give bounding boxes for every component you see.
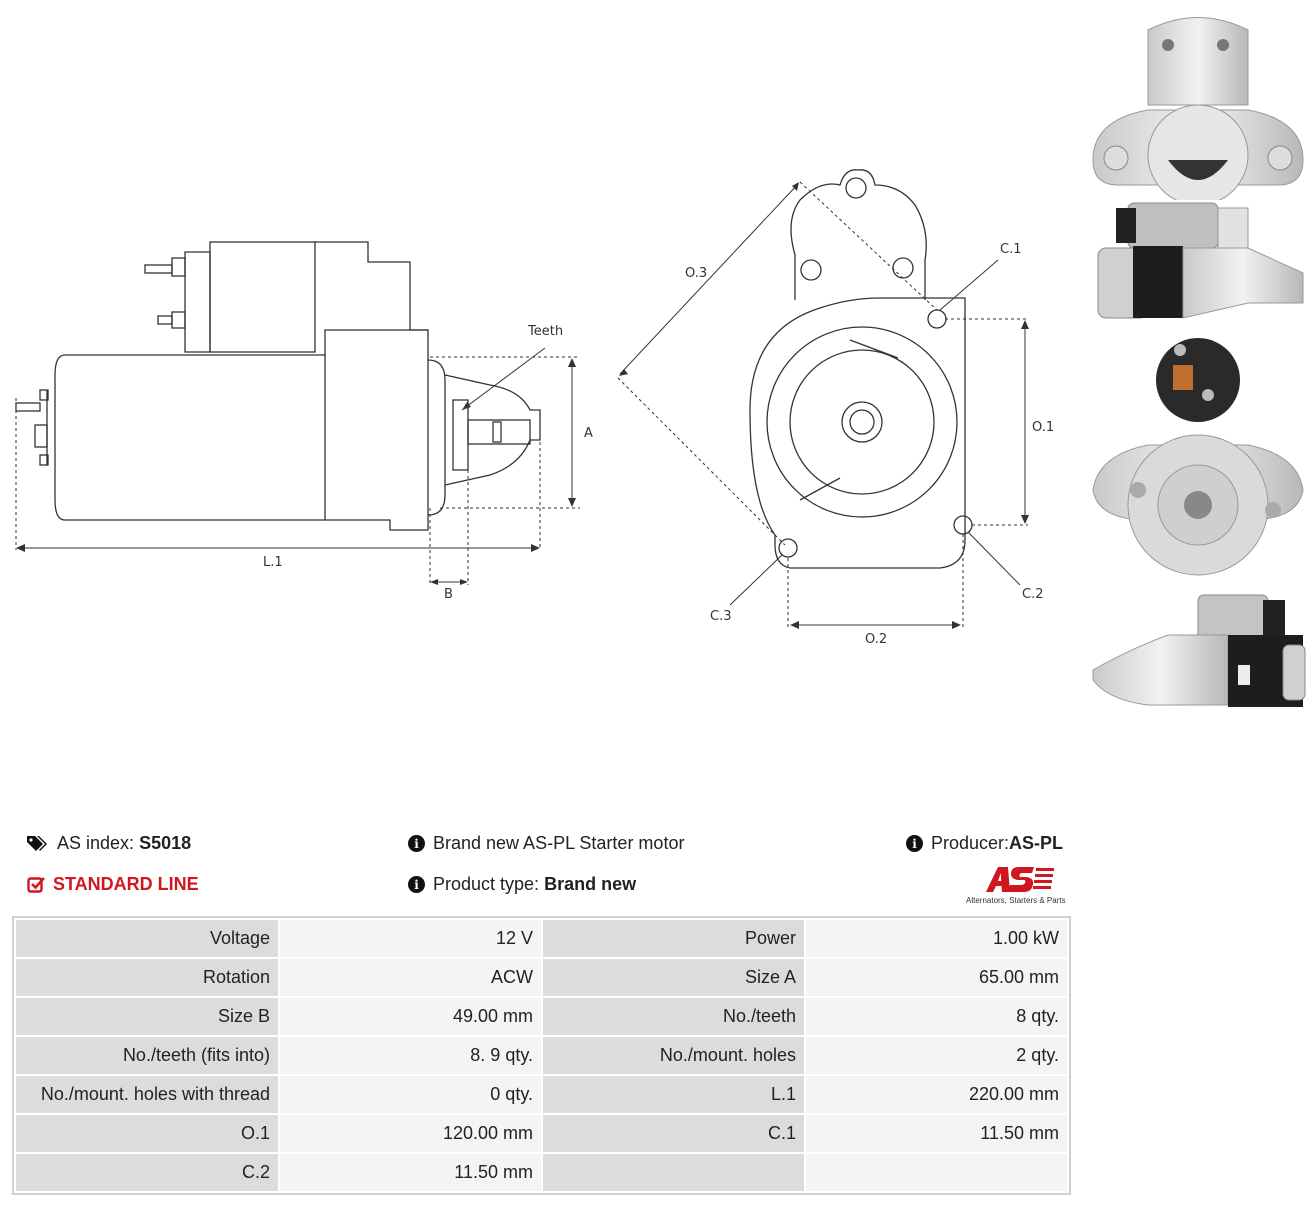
spec-value-cell: 8. 9 qty. — [278, 1035, 543, 1076]
producer-value: AS-PL — [1009, 833, 1064, 853]
info-icon: i — [408, 876, 425, 893]
spec-key-cell: Voltage — [14, 918, 280, 959]
spec-value-cell: 49.00 mm — [278, 996, 543, 1037]
as-pl-logo: Alternators, Starters & Parts — [964, 864, 1068, 908]
producer-label: Producer: — [931, 833, 1010, 853]
as-index-label: AS index: — [57, 833, 135, 853]
spec-value-cell: 120.00 mm — [278, 1113, 543, 1154]
spec-key-cell: Size B — [14, 996, 280, 1037]
product-type: i Product type: Brand new — [408, 874, 636, 895]
photo-front-view — [1092, 17, 1304, 200]
spec-key-cell: Rotation — [14, 957, 280, 998]
info-icon: i — [906, 835, 923, 852]
dim-c1-label: C.1 — [1000, 242, 1021, 257]
spec-value-cell: 11.50 mm — [278, 1152, 543, 1193]
spec-key-cell: C.2 — [14, 1152, 280, 1193]
spec-key-cell: No./mount. holes — [541, 1035, 806, 1076]
spec-key-cell: Size A — [541, 957, 806, 998]
product-type-value: Brand new — [544, 874, 637, 894]
logo-tagline: Alternators, Starters & Parts — [966, 896, 1066, 905]
spec-key-cell: L.1 — [541, 1074, 806, 1115]
dim-o1-label: O.1 — [1032, 420, 1054, 435]
dim-c2-label: C.2 — [1022, 587, 1043, 602]
spec-value-cell: 12 V — [278, 918, 543, 959]
tags-icon — [27, 835, 47, 851]
dim-b-label: B — [444, 587, 453, 602]
dim-c3-label: C.3 — [710, 609, 731, 624]
spec-key-cell: No./teeth (fits into) — [14, 1035, 280, 1076]
as-index-value: S5018 — [139, 833, 192, 853]
producer: i Producer:AS-PL — [906, 833, 1063, 854]
spec-value-cell: 220.00 mm — [804, 1074, 1069, 1115]
spec-key-cell: No./mount. holes with thread — [14, 1074, 280, 1115]
standard-line-text: STANDARD LINE — [53, 874, 199, 894]
teeth-label: Teeth — [527, 324, 563, 339]
spec-key-cell: No./teeth — [541, 996, 806, 1037]
spec-value-cell: ACW — [278, 957, 543, 998]
brand-new-info: i Brand new AS-PL Starter motor — [408, 833, 684, 854]
spec-value-cell: 11.50 mm — [804, 1113, 1069, 1154]
standard-line: STANDARD LINE — [27, 874, 199, 895]
spec-value-cell: 1.00 kW — [804, 918, 1069, 959]
check-square-icon — [27, 876, 45, 893]
brand-new-text: Brand new AS-PL Starter motor — [433, 833, 685, 853]
spec-value-cell: 8 qty. — [804, 996, 1069, 1037]
spec-key-cell: C.1 — [541, 1113, 806, 1154]
product-type-label: Product type: — [433, 874, 540, 894]
spec-key-cell: Power — [541, 918, 806, 959]
as-index: AS index: S5018 — [27, 833, 191, 854]
dim-l1-label: L.1 — [263, 555, 283, 570]
dim-o3-label: O.3 — [685, 266, 707, 281]
table-row: No./teeth (fits into)8. 9 qty.No./mount.… — [14, 1035, 1069, 1076]
info-icon: i — [408, 835, 425, 852]
spec-value-cell: 65.00 mm — [804, 957, 1069, 998]
spec-value-cell: 2 qty. — [804, 1035, 1069, 1076]
spec-key-cell — [541, 1152, 806, 1193]
photo-side-view-top — [1097, 202, 1304, 319]
dim-o2-label: O.2 — [865, 632, 887, 647]
photo-rear-view — [1092, 338, 1304, 576]
spec-value-cell — [804, 1152, 1069, 1193]
spec-key-cell: O.1 — [14, 1113, 280, 1154]
as-logo-mark — [986, 867, 1054, 892]
spec-value-cell: 0 qty. — [278, 1074, 543, 1115]
dim-a-label: A — [584, 426, 593, 441]
front-view-drawing: O.3 C.1 O.1 C.2 C.3 O.2 — [617, 169, 1054, 647]
side-view-drawing: Teeth A L.1 B — [15, 241, 593, 602]
photo-side-view-bottom — [1092, 594, 1306, 707]
